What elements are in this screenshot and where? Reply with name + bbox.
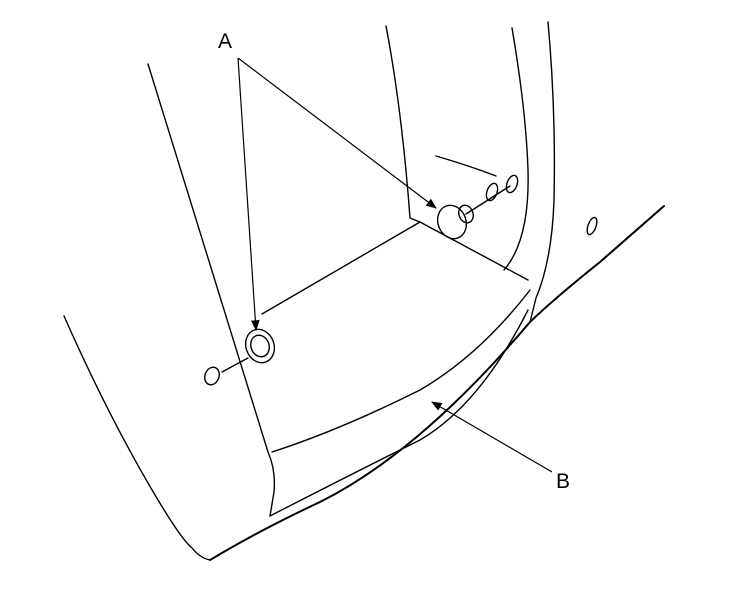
- fastener-lower: [204, 328, 276, 386]
- callout-label-b: B: [556, 470, 570, 493]
- trim-lower-edge: [209, 205, 665, 561]
- background-left-contour: [63, 315, 211, 561]
- leader-a-lower: [237, 57, 260, 332]
- panel-recess-right: [385, 25, 421, 223]
- trim-inner-edge: [269, 309, 529, 517]
- contour-arc: [435, 155, 497, 177]
- panel-recess-top: [261, 221, 529, 315]
- callout-label-a: A: [218, 30, 232, 53]
- fastener-upper: [436, 174, 519, 240]
- pillar-left-edge: [503, 27, 529, 271]
- pillar-right-edge: [529, 21, 556, 323]
- leader-b: [431, 401, 553, 473]
- trim-upper-edge: [271, 289, 531, 453]
- leader-a-upper: [237, 57, 437, 209]
- panel-left-edge: [147, 63, 276, 517]
- mounting-hole: [586, 216, 598, 236]
